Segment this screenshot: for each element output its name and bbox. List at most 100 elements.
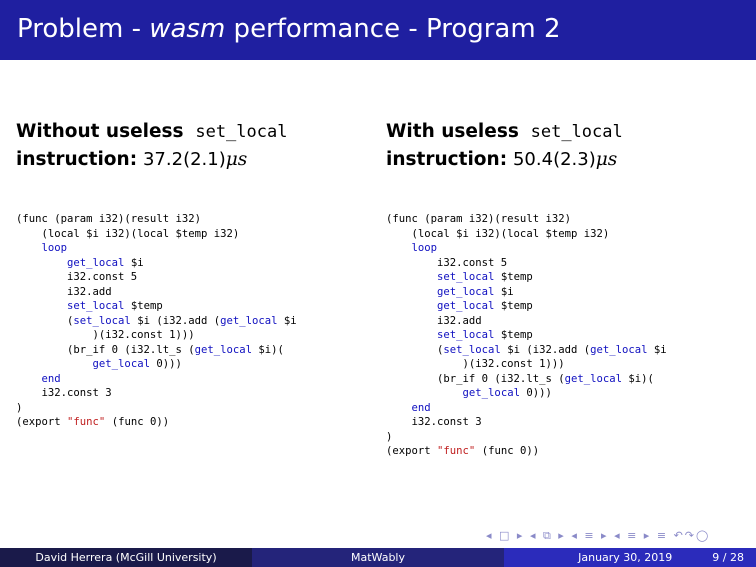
beamer-navigation[interactable]: ◂ □ ▸ ◂ ⧉ ▸ ◂ ≡ ▸ ◂ ≡ ▸ ≡ ↶↷◯ xyxy=(486,529,710,543)
code-token: (func (param i32)(result i32) xyxy=(386,213,571,225)
code-token: $i (i32.add ( xyxy=(500,343,591,356)
code-token: (export xyxy=(16,416,68,428)
code-token: "func" xyxy=(67,416,106,428)
code-token: get_local xyxy=(437,300,495,312)
left-column: Without useless set_local instruction: 3… xyxy=(16,118,297,430)
code-token: i32.const 5 xyxy=(386,256,508,269)
code-token: i32.const 5 xyxy=(16,271,138,283)
code-token xyxy=(386,300,437,312)
code-line: get_local $temp xyxy=(386,300,533,312)
code-token: get_local xyxy=(462,387,520,399)
code-line: set_local $temp xyxy=(16,300,163,312)
code-token: (br_if 0 (i32.lt_s ( xyxy=(16,343,195,356)
code-line: i32.add xyxy=(386,315,482,327)
code-token: set_local xyxy=(73,314,131,327)
code-token: (local $i i32)(local $temp i32) xyxy=(16,227,240,240)
nav-prev-section-icon[interactable]: ◂ ≡ ▸ ◂ ≡ ▸ xyxy=(571,529,652,542)
code-token: )(i32.const 1))) xyxy=(386,358,565,370)
code-line: end xyxy=(386,402,431,414)
code-line: )(i32.const 1))) xyxy=(386,358,565,370)
code-token xyxy=(386,402,412,414)
code-token: (func 0)) xyxy=(475,445,540,457)
code-token: i32.const 3 xyxy=(16,387,112,399)
nav-align-icon[interactable]: ≡ xyxy=(656,529,669,542)
code-token: $temp xyxy=(494,329,533,341)
slide-title: Problem - wasm performance - Program 2 xyxy=(17,14,561,44)
footer-date: January 30, 2019 xyxy=(578,551,673,564)
code-line: i32.const 3 xyxy=(386,416,482,428)
code-token: i32.const 3 xyxy=(386,416,482,428)
code-line: get_local 0))) xyxy=(386,387,552,399)
footer-bar: David Herrera (McGill University) MatWab… xyxy=(0,548,756,567)
code-token: $i xyxy=(647,343,667,356)
code-token: set_local xyxy=(443,343,501,356)
code-token: i32.add xyxy=(386,314,482,327)
code-token: end xyxy=(41,372,61,385)
title-bar: Problem - wasm performance - Program 2 xyxy=(0,0,756,60)
code-token: i32.add xyxy=(16,285,112,298)
code-line: (set_local $i (i32.add (get_local $i xyxy=(386,344,667,356)
code-token: get_local xyxy=(437,285,495,298)
code-line: end xyxy=(16,373,61,385)
code-token: get_local xyxy=(92,358,150,370)
code-token: (func (param i32)(result i32) xyxy=(16,213,201,225)
code-line: (br_if 0 (i32.lt_s (get_local $i)( xyxy=(16,344,284,356)
code-token: $i (i32.add ( xyxy=(130,314,221,327)
code-line: loop xyxy=(386,242,438,254)
code-token xyxy=(386,329,437,341)
code-line: ) xyxy=(386,431,392,443)
code-line: (func (param i32)(result i32) xyxy=(16,213,201,225)
code-line: (set_local $i (i32.add (get_local $i xyxy=(16,315,297,327)
right-heading: With useless set_local instruction: 50.4… xyxy=(386,121,623,170)
code-token xyxy=(386,286,437,298)
code-token: $i xyxy=(494,285,514,298)
code-line: get_local $i xyxy=(386,286,514,298)
code-line: loop xyxy=(16,242,68,254)
code-token: $i)( xyxy=(252,343,284,356)
code-token: set_local xyxy=(437,329,495,341)
code-token: ( xyxy=(16,314,74,327)
code-line: )(i32.const 1))) xyxy=(16,329,195,341)
code-token xyxy=(16,300,67,312)
code-token: get_local xyxy=(220,314,278,327)
code-line: get_local $i xyxy=(16,257,144,269)
code-token: loop xyxy=(41,242,68,254)
code-token: get_local xyxy=(564,372,622,385)
right-column: With useless set_local instruction: 50.4… xyxy=(386,118,667,459)
code-token: (br_if 0 (i32.lt_s ( xyxy=(386,372,565,385)
code-token xyxy=(16,257,67,269)
code-token: 0))) xyxy=(519,387,552,399)
footer-author: David Herrera (McGill University) xyxy=(0,548,252,567)
code-token: (func 0)) xyxy=(105,416,170,428)
nav-search-icon[interactable]: ↶↷◯ xyxy=(673,529,711,542)
code-line: (br_if 0 (i32.lt_s (get_local $i)( xyxy=(386,373,654,385)
code-token xyxy=(16,242,42,254)
code-token: get_local xyxy=(67,256,125,269)
code-token: get_local xyxy=(590,343,648,356)
code-token: $i)( xyxy=(622,372,654,385)
code-token xyxy=(386,271,437,283)
code-token: ) xyxy=(16,401,23,414)
code-token: set_local xyxy=(67,300,125,312)
nav-prev-frame-icon[interactable]: ◂ □ ▸ xyxy=(486,529,525,542)
code-line: i32.const 5 xyxy=(386,257,507,269)
code-line: (local $i i32)(local $temp i32) xyxy=(16,227,240,240)
code-token xyxy=(386,242,412,254)
nav-prev-subsection-icon[interactable]: ◂ ⧉ ▸ xyxy=(529,529,566,542)
code-token: $temp xyxy=(494,300,533,312)
code-token: loop xyxy=(411,242,438,254)
footer-short-title: MatWably xyxy=(252,548,504,567)
code-token: (export xyxy=(386,445,438,457)
code-line: i32.add xyxy=(16,286,112,298)
code-line: (export "func" (func 0)) xyxy=(386,445,539,457)
code-line: i32.const 5 xyxy=(16,271,137,283)
code-token: get_local xyxy=(194,343,252,356)
code-line: i32.const 3 xyxy=(16,387,112,399)
code-token xyxy=(386,387,463,399)
code-token: "func" xyxy=(437,445,476,457)
code-token: $i xyxy=(277,314,297,327)
code-token xyxy=(16,373,42,385)
code-line: get_local 0))) xyxy=(16,358,182,370)
code-token xyxy=(16,358,93,370)
footer-date-page: January 30, 2019 9 / 28 xyxy=(504,548,756,567)
